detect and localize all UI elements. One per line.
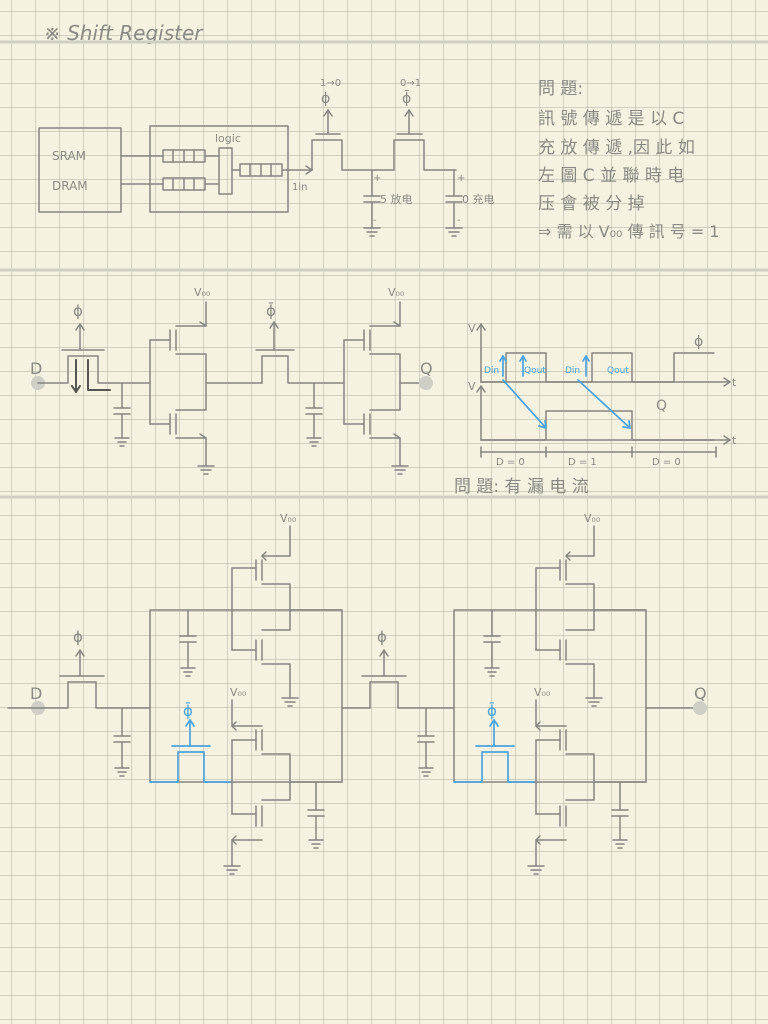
bottom-phi-bar-2: ϕ̄ [487, 701, 497, 720]
question-line-2: 充 放 傳 遞 ,因 此 如 [538, 138, 695, 158]
cap2-plus: + [457, 173, 465, 184]
bottom-q-label: Q [694, 684, 707, 703]
mid-phi-1: ϕ [73, 302, 83, 320]
logic-block: logic 1in [149, 125, 313, 213]
graph-t-label-2: t [732, 434, 737, 447]
qout-1: Qout [524, 366, 546, 376]
memory-block: SRAM DRAM [38, 127, 164, 213]
bottom-phi-1: ϕ [73, 628, 83, 646]
leakage-problem: 問 題: 有 漏 电 流 [454, 477, 589, 497]
question-line-3: 左 圖 C 並 聯 時 电 [538, 166, 684, 186]
question-line-4: 压 會 被 分 掉 [538, 194, 645, 214]
mid-q-label: Q [420, 359, 433, 378]
question-line-1: 訊 號 傳 遞 是 以 C [538, 109, 684, 129]
q-terminal [419, 376, 433, 390]
timing-diagram: V t ϕ V t Q Din Qout Din Qout D = 0 D = … [468, 322, 737, 468]
bottom-shift-register: D ϕ ϕ̄ V₀₀ [7, 512, 707, 875]
bottom-phi-bar-1: ϕ̄ [183, 701, 193, 720]
seg-label-1: D = 0 [496, 457, 525, 468]
mid-d-label: D [30, 359, 42, 378]
in-label: 1in [292, 182, 307, 193]
clk1-phi: ϕ [321, 91, 330, 107]
dram-label: DRAM [52, 179, 88, 193]
graph-t-label-1: t [732, 376, 737, 389]
cap1-plus: + [373, 173, 381, 184]
din-2: Din [565, 366, 580, 376]
question-line-5: ⇒ 需 以 V₀₀ 傳 訊 号 = 1 [538, 222, 719, 241]
din-1: Din [484, 366, 499, 376]
graph-q-label: Q [656, 398, 667, 414]
bottom-vdd-1: V₀₀ [280, 512, 297, 525]
logic-label: logic [215, 132, 241, 145]
graph-v-label-1: V [468, 322, 476, 335]
clk2-phi-bar: ϕ̄ [402, 89, 411, 107]
bottom-vdd-4: V₀₀ [534, 686, 551, 699]
bottom-d-label: D [30, 684, 42, 703]
question-title: 問 題: [538, 79, 583, 99]
sram-label: SRAM [52, 149, 86, 163]
cap2-label: 0 充电 [462, 192, 495, 206]
bottom-vdd-3: V₀₀ [584, 512, 601, 525]
graph-v-label-2: V [468, 380, 476, 393]
bottom-vdd-2: V₀₀ [230, 686, 247, 699]
graph-phi-label: ϕ [694, 334, 703, 350]
clk1-transition: 1→0 [320, 78, 341, 89]
bottom-q-terminal [693, 701, 707, 715]
mid-vdd-2: V₀₀ [388, 286, 405, 299]
transistor-chain: 1→0 ϕ 0→1 ϕ̄ + - 5 放电 + - 0 充电 [311, 78, 495, 237]
cap1-label: 5 放电 [380, 192, 413, 206]
seg-label-2: D = 1 [568, 457, 597, 468]
seg-label-3: D = 0 [652, 457, 681, 468]
clk2-transition: 0→1 [400, 78, 421, 89]
qout-2: Qout [607, 366, 629, 376]
mid-phi-bar: ϕ̄ [266, 301, 276, 320]
question-note: 問 題: 訊 號 傳 遞 是 以 C 充 放 傳 遞 ,因 此 如 左 圖 C … [538, 79, 719, 241]
cap1-minus: - [373, 215, 377, 226]
bottom-phi-2: ϕ [377, 628, 387, 646]
cap2-minus: - [457, 215, 461, 226]
middle-shift-register: D ϕ V₀₀ ϕ̄ [30, 286, 433, 475]
mid-vdd-1: V₀₀ [194, 286, 211, 299]
